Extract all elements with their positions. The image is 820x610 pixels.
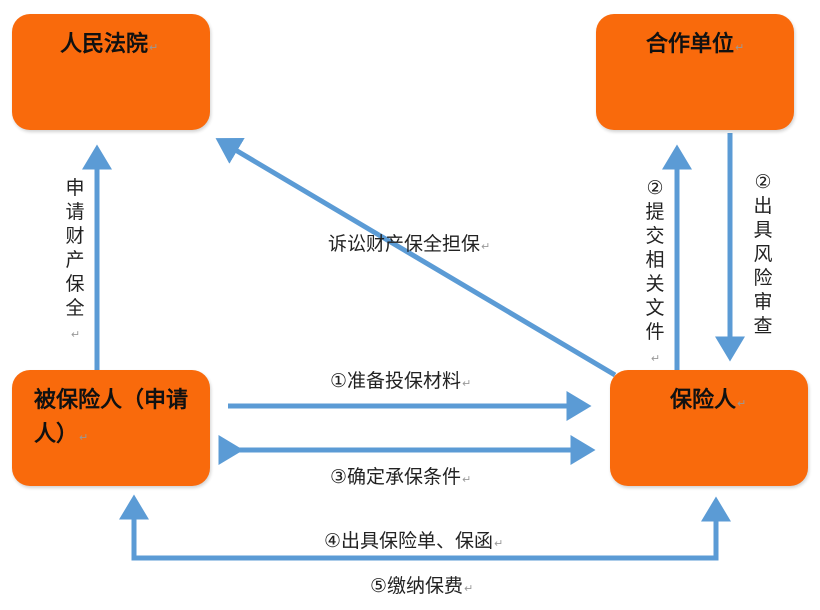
paragraph-mark-icon: ↵ (70, 328, 81, 341)
paragraph-mark-icon: ↵ (462, 377, 472, 390)
node-court: 人民法院↵ (12, 14, 210, 130)
edge-label-apply-preservation: 申请财产保全↵ (65, 177, 85, 341)
edge-label-prepare-materials: ①准备投保材料↵ (330, 370, 472, 392)
node-partner-label: 合作单位 (646, 32, 735, 57)
node-insurer-label: 保险人 (670, 388, 737, 413)
arrow-litigation-guarantee (215, 138, 617, 378)
node-insured: 被保险人（申请人）↵ (12, 370, 210, 486)
node-partner: 合作单位↵ (596, 14, 794, 130)
edge-label-submit-docs: ②提交相关文件↵ (645, 177, 665, 365)
paragraph-mark-icon: ↵ (464, 582, 474, 595)
edge-label-confirm-terms: ③确定承保条件↵ (330, 466, 472, 488)
edge-label-pay-premium: ⑤缴纳保费↵ (370, 575, 474, 597)
edge-label-litigation-guarantee: 诉讼财产保全担保↵ (328, 233, 491, 255)
paragraph-mark-icon: ↵ (735, 41, 745, 54)
paragraph-mark-icon: ↵ (650, 352, 661, 365)
paragraph-mark-icon: ↵ (149, 41, 159, 54)
node-court-label: 人民法院 (60, 32, 149, 57)
node-insurer: 保险人↵ (610, 370, 808, 486)
arrow-issue-policy (119, 494, 719, 561)
edge-label-risk-review: ②出具风险审查 (753, 171, 773, 337)
paragraph-mark-icon: ↵ (79, 431, 89, 444)
paragraph-mark-icon: ↵ (494, 537, 504, 550)
paragraph-mark-icon: ↵ (462, 473, 472, 486)
paragraph-mark-icon: ↵ (737, 397, 747, 410)
paragraph-mark-icon: ↵ (481, 240, 491, 253)
node-insured-label: 被保险人（申请人） (34, 388, 189, 447)
edge-label-issue-policy: ④出具保险单、保函↵ (324, 530, 504, 552)
